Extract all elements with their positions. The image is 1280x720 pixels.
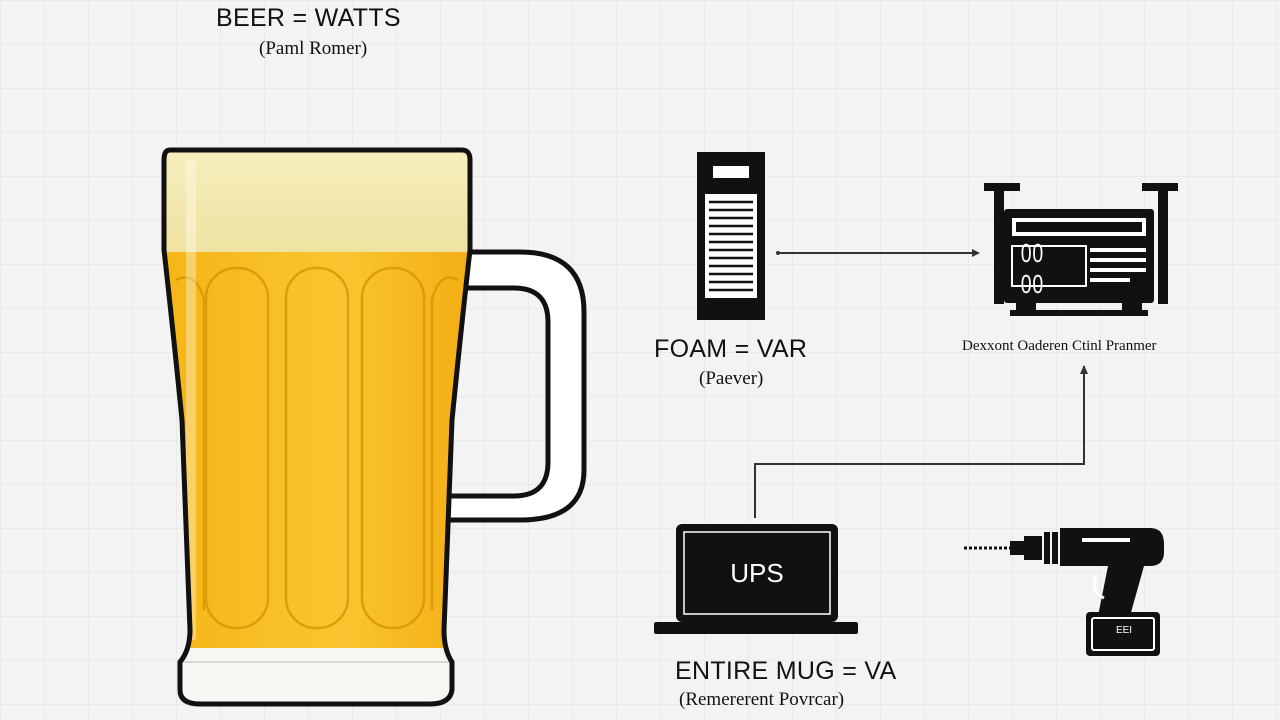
generator-readout: 00 00: [1020, 238, 1044, 299]
server-generator-connector: [776, 249, 980, 257]
generator-caption: Dexxont Oaderen Ctinl Pranmer: [962, 338, 1157, 354]
laptop-icon: [654, 524, 858, 634]
mug-title: ENTIRE MUG = VA: [675, 657, 897, 685]
mug-subtitle: (Remererent Povrcar): [679, 689, 845, 710]
beer-title: BEER = WATTS: [216, 4, 401, 32]
ups-label: UPS: [730, 557, 784, 588]
drill-battery-badge: EEI: [1115, 624, 1133, 636]
beer-mug-icon: [161, 147, 587, 707]
generator-icon: [984, 183, 1178, 316]
foam-subtitle: (Paever): [699, 368, 764, 389]
cordless-drill-icon: [964, 528, 1164, 656]
generator-ups-connector: [754, 365, 1088, 518]
beer-subtitle: (Paml Romer): [259, 38, 368, 59]
server-tower-icon: [697, 152, 765, 320]
foam-title: FOAM = VAR: [654, 335, 808, 363]
